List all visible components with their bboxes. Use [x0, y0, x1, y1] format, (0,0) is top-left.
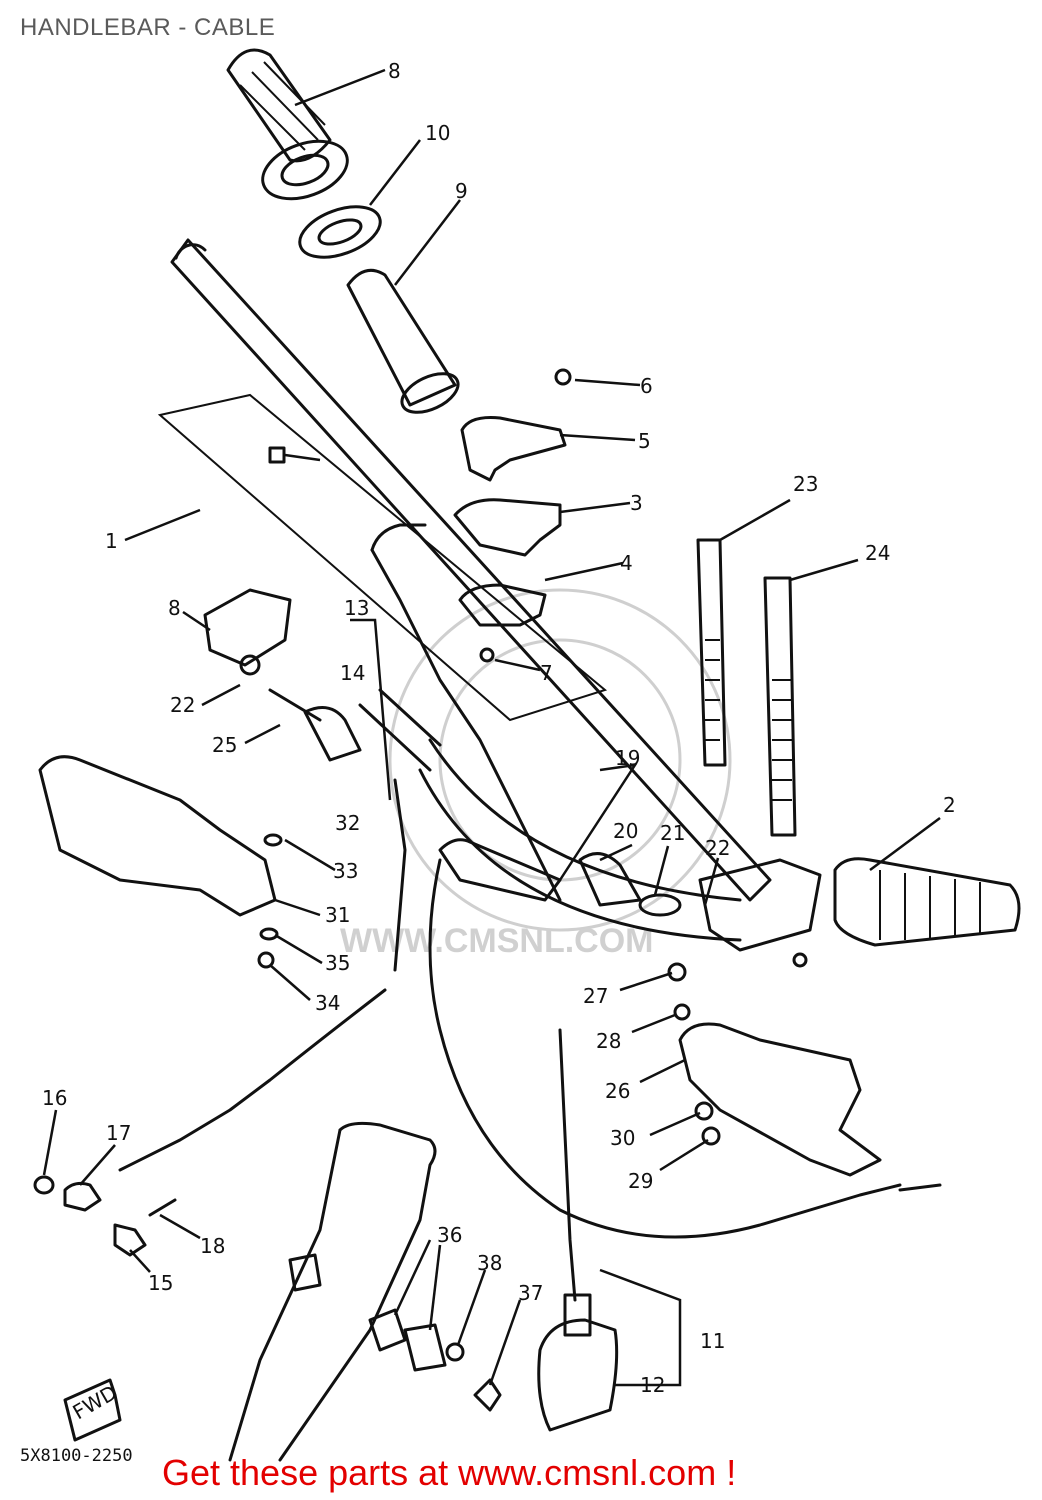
throttle-housing-parts [370, 368, 572, 902]
callout-30: 30 [610, 1126, 635, 1150]
callout-16: 16 [42, 1086, 67, 1110]
callout-9: 9 [455, 179, 468, 203]
callout-7: 7 [540, 661, 553, 685]
callout-20: 20 [613, 819, 638, 843]
callout-27: 27 [583, 984, 608, 1008]
callout-31: 31 [325, 903, 350, 927]
cable-parts [118, 778, 942, 1302]
callout-18: 18 [200, 1234, 225, 1258]
throttle-tube-part [346, 268, 460, 414]
callout-17: 17 [106, 1121, 131, 1145]
callout-28: 28 [596, 1029, 621, 1053]
parts-link-text[interactable]: Get these parts at www.cmsnl.com ! [162, 1452, 737, 1493]
callout-21: 21 [660, 821, 685, 845]
callout-37: 37 [518, 1281, 543, 1305]
callout-36: 36 [437, 1223, 462, 1247]
callout-10: 10 [425, 121, 450, 145]
callout-13: 13 [344, 596, 369, 620]
diagram-code: 5X8100-2250 [20, 1446, 133, 1466]
callout-25: 25 [212, 733, 237, 757]
handlebar-part [157, 238, 772, 942]
clutch-lever-parts [38, 446, 362, 969]
callout-23: 23 [793, 472, 818, 496]
leader-lines [42, 68, 941, 1387]
right-grip-parts [438, 838, 1021, 968]
callout-26: 26 [605, 1079, 630, 1103]
callout-5: 5 [638, 429, 651, 453]
cable-tie-parts [696, 538, 797, 837]
callout-11: 11 [700, 1329, 725, 1353]
callout-8-left: 8 [168, 596, 181, 620]
callout-32: 32 [335, 811, 360, 835]
callout-labels: 8 10 9 6 5 3 4 7 1 8 22 25 13 14 32 33 3… [42, 59, 956, 1397]
callout-8-top: 8 [388, 59, 401, 83]
callout-1: 1 [105, 529, 118, 553]
page-title: HANDLEBAR - CABLE [20, 14, 276, 41]
callout-38: 38 [477, 1251, 502, 1275]
watermark-text: WWW.CMSNL.COM [340, 922, 654, 960]
callout-3: 3 [630, 491, 643, 515]
callout-19: 19 [615, 746, 640, 770]
callout-34: 34 [315, 991, 340, 1015]
callout-29: 29 [628, 1169, 653, 1193]
watermark: WWW.CMSNL.COM [340, 588, 732, 960]
washer-part [298, 205, 382, 259]
callout-4-right: 4 [620, 551, 633, 575]
small-fastener-parts [33, 1175, 502, 1412]
callout-2: 2 [943, 793, 956, 817]
callout-6: 6 [640, 374, 653, 398]
callout-22-left: 22 [170, 693, 195, 717]
callout-22-right: 22 [705, 836, 730, 860]
callout-33: 33 [333, 859, 358, 883]
callout-35: 35 [325, 951, 350, 975]
callout-14: 14 [340, 661, 365, 685]
grip-part [226, 48, 349, 201]
brake-lever-parts [667, 962, 882, 1177]
callout-15: 15 [148, 1271, 173, 1295]
callout-24: 24 [865, 541, 890, 565]
callout-12: 12 [640, 1373, 665, 1397]
